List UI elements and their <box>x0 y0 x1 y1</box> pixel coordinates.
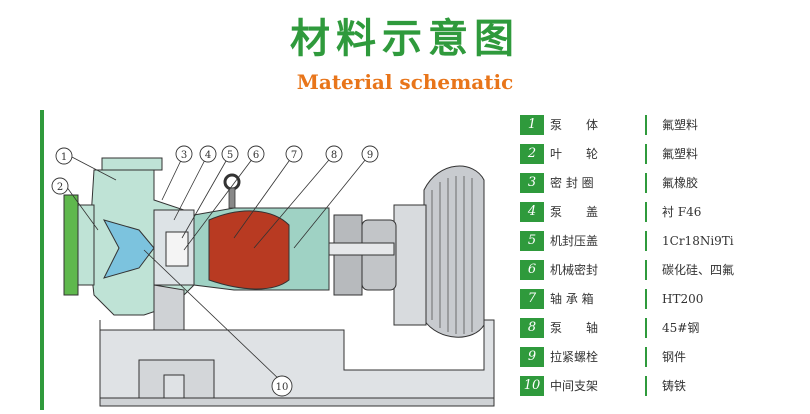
table-row: 6 机械密封 碳化硅、四氟 <box>520 258 810 282</box>
suction-flange <box>63 194 79 296</box>
part-material: 钢件 <box>662 350 687 364</box>
bearing-red <box>208 210 290 290</box>
discharge-flange <box>101 157 163 171</box>
part-name: 泵 盖 <box>550 202 647 222</box>
part-name: 机械密封 <box>550 260 647 280</box>
callout-label-8: 8 <box>331 150 337 161</box>
callout-label-4: 4 <box>205 150 211 161</box>
lifting-eye-stem <box>228 187 236 209</box>
part-name: 拉紧螺栓 <box>550 347 647 367</box>
callout-1 <box>55 147 73 165</box>
part-material: 氟塑料 <box>662 147 699 161</box>
part-number: 6 <box>520 260 544 280</box>
callout-label-10: 10 <box>276 382 289 393</box>
table-row: 2 叶 轮 氟塑料 <box>520 142 810 166</box>
left-accent-bar <box>40 110 44 410</box>
callout-5 <box>221 145 239 163</box>
part-name: 机封压盖 <box>550 231 647 251</box>
part-number: 1 <box>520 115 544 135</box>
motor-housing <box>423 165 485 338</box>
title-cn: 材料示意图 <box>290 16 520 62</box>
part-name: 轴 承 箱 <box>550 289 647 309</box>
part-material: HT200 <box>662 292 704 306</box>
part-material: 碳化硅、四氟 <box>662 263 735 277</box>
part-number: 4 <box>520 202 544 222</box>
callout-8 <box>325 145 343 163</box>
part-material: 1Cr18Ni9Ti <box>662 234 734 248</box>
part-number: 5 <box>520 231 544 251</box>
base-plate <box>99 397 495 407</box>
parts-table: 1 泵 体 氟塑料 2 叶 轮 氟塑料 3 密 封 圈 氟橡胶 4 泵 盖 衬 … <box>520 113 810 413</box>
table-row: 3 密 封 圈 氟橡胶 <box>520 171 810 195</box>
callout-10 <box>271 375 293 397</box>
callout-label-6: 6 <box>253 150 259 161</box>
part-name: 密 封 圈 <box>550 173 647 193</box>
callout-label-1: 1 <box>61 152 67 163</box>
callout-label-9: 9 <box>367 150 373 161</box>
table-row: 8 泵 轴 45#钢 <box>520 316 810 340</box>
impeller <box>103 219 155 279</box>
part-number: 3 <box>520 173 544 193</box>
part-material: 氟塑料 <box>662 118 699 132</box>
mechanical-seal <box>165 231 189 267</box>
part-material: 铸铁 <box>662 379 687 393</box>
pump-diagram: 1 2 3 4 5 6 7 8 9 10 <box>51 145 495 407</box>
part-number: 10 <box>520 376 544 396</box>
table-row: 4 泵 盖 衬 F46 <box>520 200 810 224</box>
part-name: 叶 轮 <box>550 144 647 164</box>
part-number: 9 <box>520 347 544 367</box>
intermediate-support <box>153 284 185 331</box>
callout-4 <box>199 145 217 163</box>
part-number: 2 <box>520 144 544 164</box>
suction-nozzle <box>77 204 95 286</box>
part-material: 氟橡胶 <box>662 176 699 190</box>
callout-7 <box>285 145 303 163</box>
part-number: 8 <box>520 318 544 338</box>
part-material: 45#钢 <box>662 321 700 335</box>
lifting-eye <box>223 173 241 191</box>
part-name: 泵 轴 <box>550 318 647 338</box>
part-material: 衬 F46 <box>662 205 702 219</box>
table-row: 7 轴 承 箱 HT200 <box>520 287 810 311</box>
table-row: 9 拉紧螺栓 钢件 <box>520 345 810 369</box>
motor-fins <box>431 176 473 334</box>
table-row: 10 中间支架 铸铁 <box>520 374 810 398</box>
callout-label-7: 7 <box>291 150 297 161</box>
callout-2 <box>51 177 69 195</box>
table-row: 1 泵 体 氟塑料 <box>520 113 810 137</box>
title-en: Material schematic <box>296 70 514 94</box>
part-name: 中间支架 <box>550 376 647 396</box>
callout-label-5: 5 <box>227 150 233 161</box>
part-number: 7 <box>520 289 544 309</box>
callout-label-3: 3 <box>181 150 187 161</box>
motor-flange <box>393 204 427 326</box>
callout-3 <box>175 145 193 163</box>
table-row: 5 机封压盖 1Cr18Ni9Ti <box>520 229 810 253</box>
callout-6 <box>247 145 265 163</box>
part-name: 泵 体 <box>550 115 647 135</box>
callout-9 <box>361 145 379 163</box>
callout-label-2: 2 <box>57 182 63 193</box>
